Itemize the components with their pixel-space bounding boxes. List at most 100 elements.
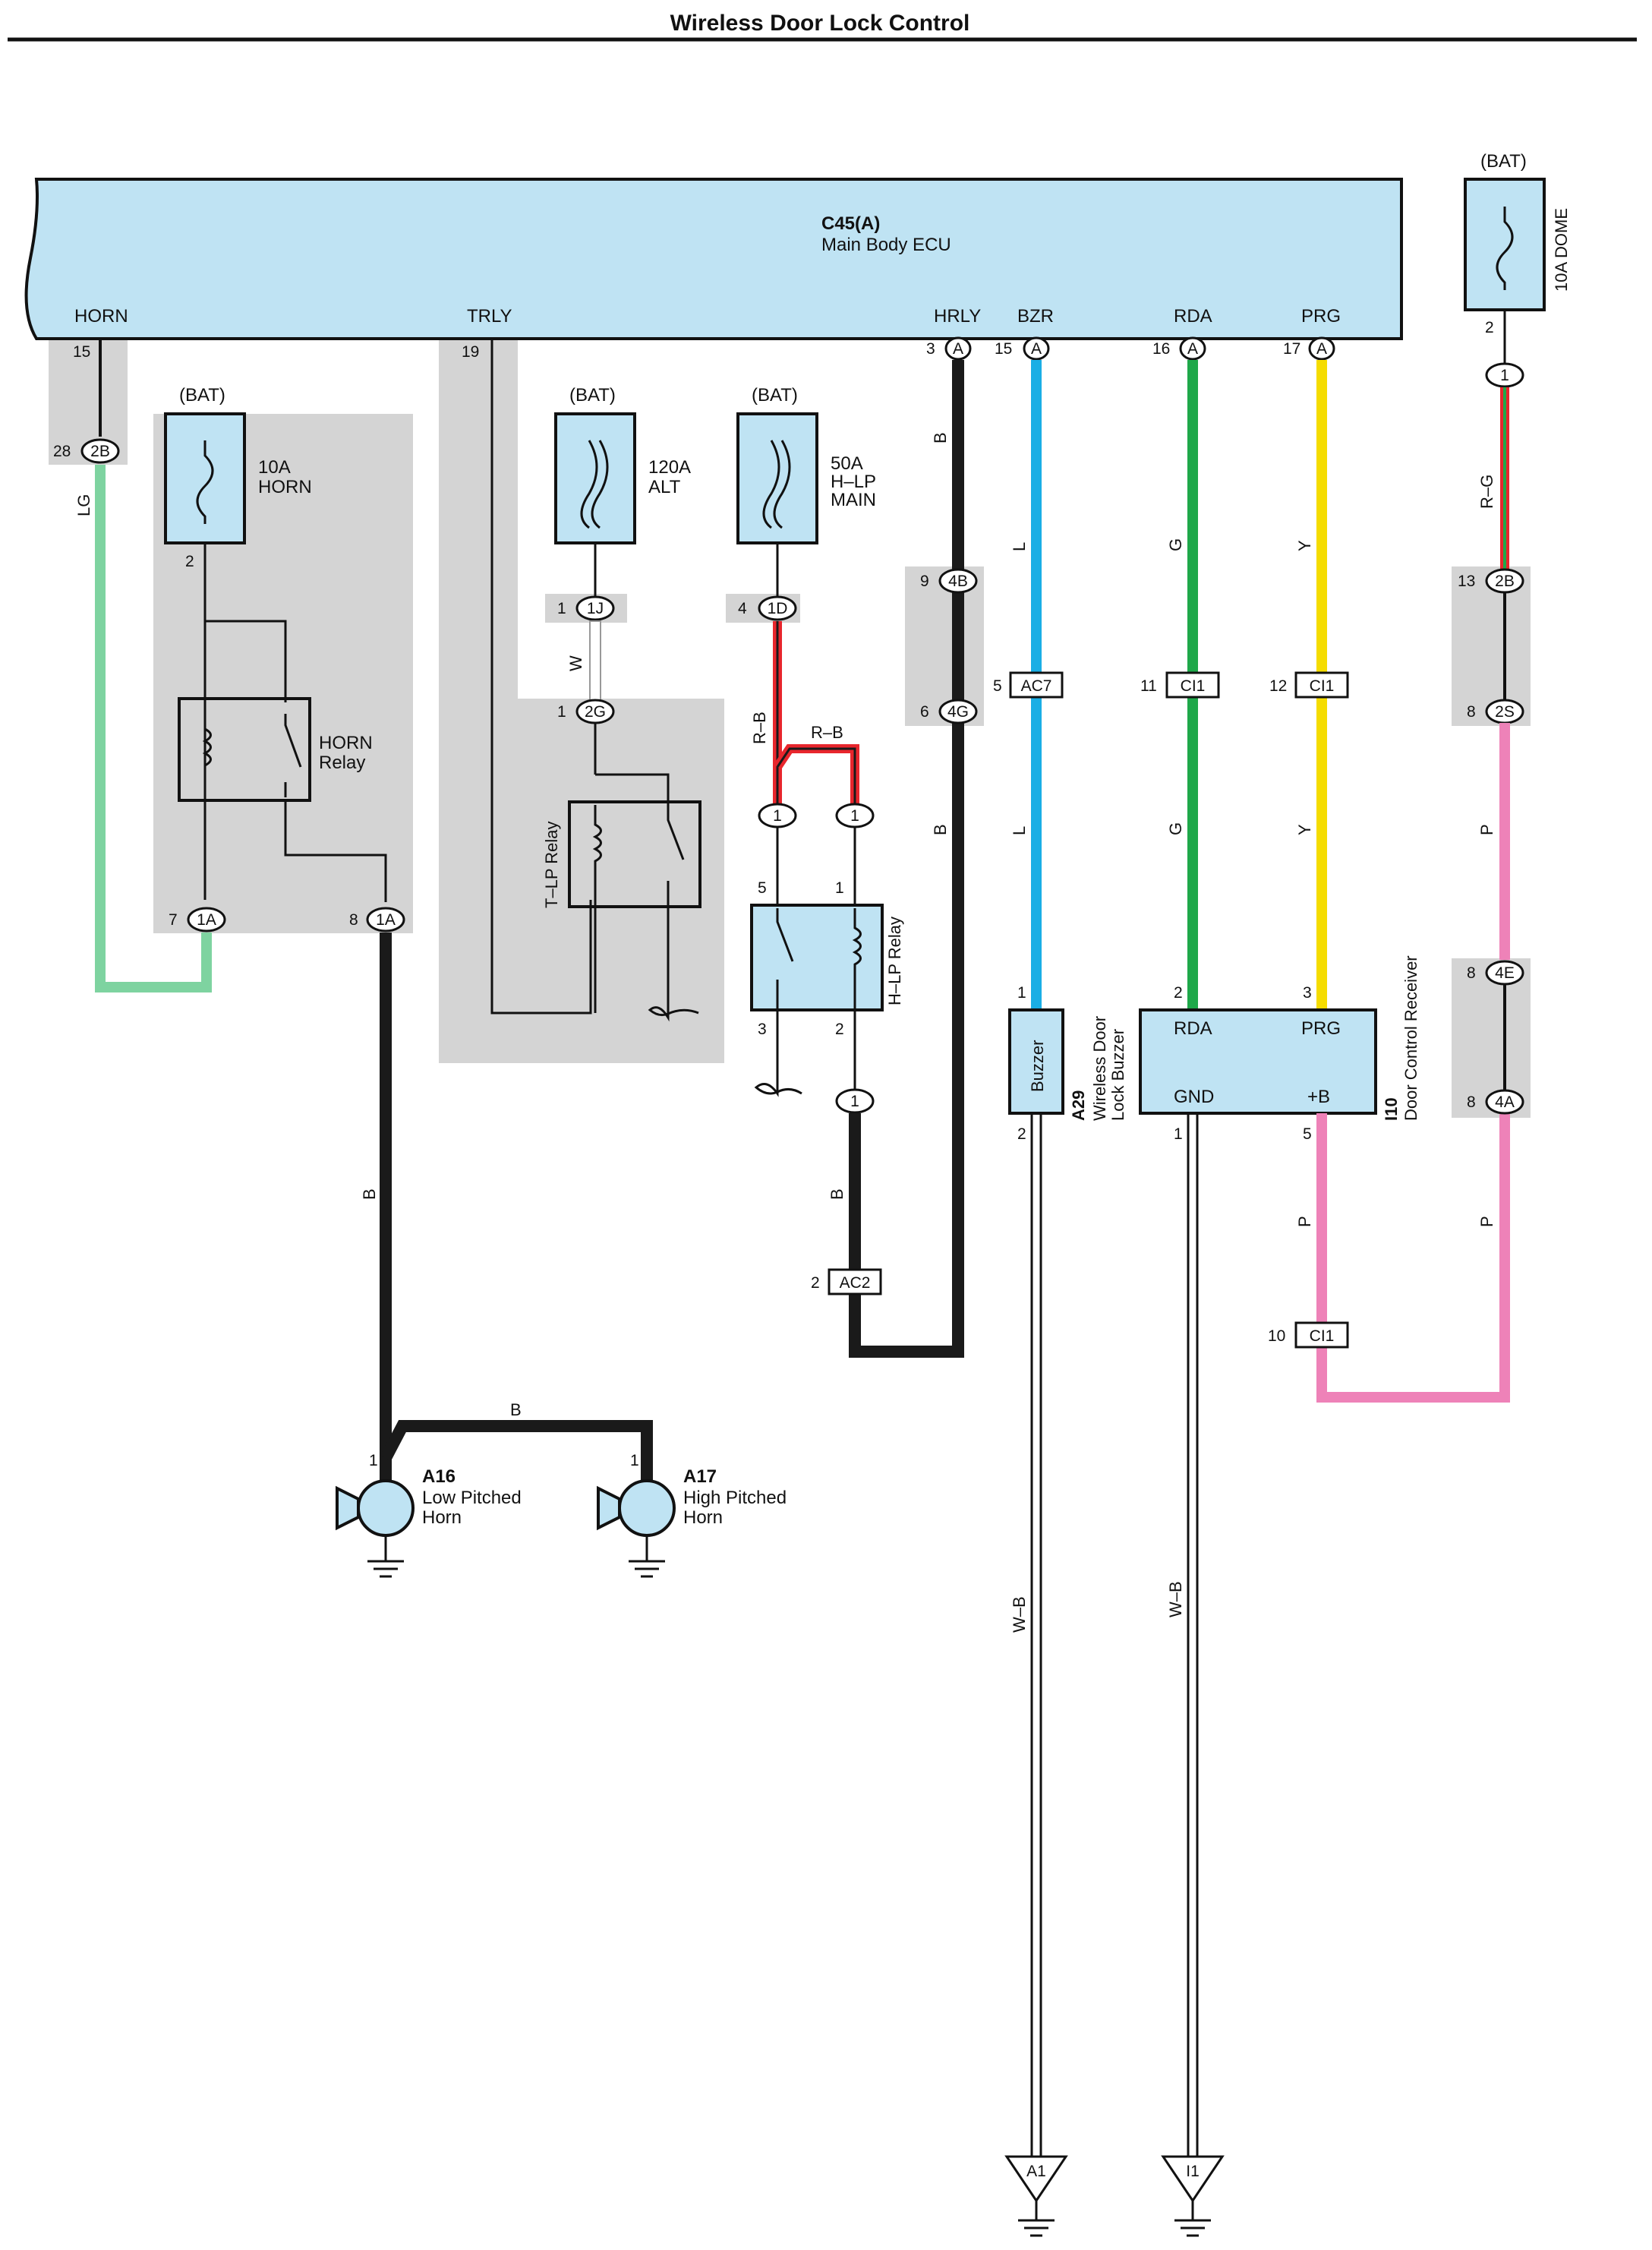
conn-7-1a (187, 907, 226, 933)
door-control-receiver (1139, 1008, 1377, 1115)
hlp-relay-label: H–LP Relay (885, 917, 904, 1005)
wire-2g-relay (594, 723, 670, 805)
fuse-hlp-bat: (BAT) (752, 385, 798, 406)
fuse-50a-amp: 50A (831, 453, 863, 474)
conn-9-4b (938, 568, 978, 594)
fuse-120a-alt-amp: 120A (648, 457, 691, 478)
ecu-pin-trly: 19 (462, 343, 479, 361)
ecu-conn-a-hrly (944, 336, 972, 361)
conn-1-1j-pin: 1 (557, 600, 566, 617)
horn-low-code: A16 (422, 1466, 456, 1487)
ecu-terminal-hrly: HRLY (934, 306, 981, 327)
conn-8-1a-label: 1A (376, 911, 396, 929)
buzzer-pin2: 2 (1017, 1125, 1026, 1143)
fuse-horn-bat: (BAT) (179, 385, 225, 406)
conn-1-1j (575, 595, 615, 621)
wire-p-receiver (1316, 1113, 1510, 1403)
conn-5-ac7-pin: 5 (993, 677, 1002, 695)
conn-5-ac7-label: AC7 (1021, 677, 1052, 695)
hlp-relay (750, 904, 884, 1011)
conn-28-2b-label: 2B (90, 443, 110, 460)
receiver-name: Door Control Receiver (1401, 955, 1420, 1121)
tlp-relay-coil (592, 805, 602, 1013)
fuse-dome-bat: (BAT) (1480, 151, 1527, 172)
wire-label-g2: G (1166, 822, 1185, 835)
conn-10-ci1 (1294, 1321, 1349, 1349)
wire-label-rb-branch: R–B (811, 723, 843, 742)
conn-10-ci1-pin: 10 (1268, 1327, 1285, 1345)
horn-low (357, 1479, 415, 1537)
conn-8-2s-pin: 8 (1467, 703, 1476, 721)
conn-1-hlp-c-label: 1 (850, 1093, 859, 1110)
ecu-conn-a-bzr (1023, 336, 1050, 361)
wire-label-g1: G (1166, 538, 1185, 551)
gray-zone-2b2s (1452, 566, 1531, 726)
fuse-10a-horn-amp: 10A (258, 457, 291, 478)
fuse-120a-alt-name: ALT (648, 477, 681, 497)
page-title: Wireless Door Lock Control (670, 11, 970, 36)
horn-relay (178, 697, 311, 802)
buzzer-name2: Lock Buzzer (1108, 1029, 1127, 1121)
gray-zone-tlp-relay (439, 699, 724, 1063)
horn-low-ground (367, 1535, 404, 1578)
wire-lg (95, 465, 212, 992)
ground-i1-label: I1 (1186, 2163, 1200, 2180)
horn-high-code: A17 (683, 1466, 717, 1487)
wire-wb-buzzer (1030, 1113, 1042, 2172)
horn-high-name1: High Pitched (683, 1488, 787, 1508)
wire-label-wb-i1: W–B (1166, 1581, 1185, 1617)
ecu-terminal-horn: HORN (74, 306, 128, 327)
wire-label-b-horn: B (360, 1188, 379, 1200)
conn-8-4a-pin: 8 (1467, 1093, 1476, 1111)
ecu-pin-prg: 17 (1283, 340, 1300, 358)
conn-13-2b-pin: 13 (1458, 573, 1475, 590)
tlp-relay-switch (648, 805, 699, 1022)
conn-8-4e-pin: 8 (1467, 964, 1476, 982)
wire-horn-relay-switch (205, 620, 287, 702)
horn-high-bell (597, 1485, 621, 1531)
horn-low-name1: Low Pitched (422, 1488, 522, 1508)
ecu-conn-a-prg (1308, 336, 1335, 361)
horn-low-bell (336, 1485, 360, 1531)
fuse-50a-name2: MAIN (831, 490, 876, 510)
ecu-conn-a-prg-label: A (1316, 340, 1327, 358)
fuse-10a-horn-symbol (196, 440, 214, 524)
horn-high-ground (629, 1535, 665, 1578)
gray-zone-trly-col (439, 340, 518, 705)
horn-relay-coil (202, 714, 212, 782)
conn-6-4g-pin: 6 (920, 703, 929, 721)
buzzer-pin1: 1 (1017, 984, 1026, 1002)
wire-label-y2: Y (1295, 824, 1314, 835)
conn-1-dome-label: 1 (1500, 367, 1509, 384)
receiver-pin3: 3 (1303, 984, 1312, 1002)
conn-10-ci1-label: CI1 (1310, 1327, 1335, 1345)
wire-label-p-dome2: P (1477, 1216, 1496, 1227)
conn-2-ac2 (828, 1268, 882, 1295)
conn-1-hlp-b (835, 803, 875, 828)
ecu-pin-bzr: 15 (995, 340, 1012, 358)
wire-wb-receiver (1187, 1113, 1199, 2172)
wire-label-rb-main: R–B (750, 712, 769, 744)
conn-8-1a (366, 907, 405, 933)
conn-8-1a-pin: 8 (349, 911, 358, 929)
horn-relay-label1: HORN (319, 733, 373, 753)
conn-1-1j-label: 1J (587, 600, 604, 617)
horn-low-pin: 1 (369, 1452, 378, 1469)
wire-hlp-3-ground (754, 1010, 802, 1097)
fuse-10a-dome-symbol (1496, 207, 1514, 290)
conn-9-4b-pin: 9 (920, 573, 929, 590)
ecu-conn-a-bzr-label: A (1031, 340, 1042, 358)
horn-low-name2: Horn (422, 1507, 462, 1528)
conn-28-2b-pin: 28 (53, 443, 71, 460)
conn-11-ci1 (1165, 671, 1220, 699)
wire-label-rg: R–G (1477, 475, 1496, 509)
conn-9-4b-label: 4B (948, 573, 968, 590)
ecu-terminal-bzr: BZR (1017, 306, 1054, 327)
ecu-pin-horn: 15 (73, 343, 90, 361)
conn-4-1d-label: 1D (768, 600, 788, 617)
fuse-120a-alt-symbol (580, 440, 609, 529)
ecu-name: Main Body ECU (821, 235, 951, 255)
wire-horn-relay-out (284, 800, 387, 902)
conn-8-4a (1485, 1089, 1524, 1115)
